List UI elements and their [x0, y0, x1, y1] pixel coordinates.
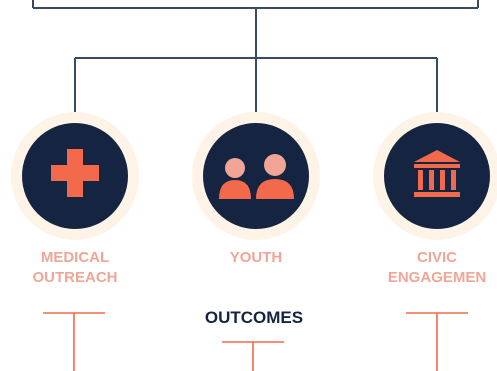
- node-youth: [192, 112, 320, 240]
- medical-cross-icon: [51, 149, 99, 197]
- node-disc: [22, 123, 128, 229]
- label-civic-line2: ENGAGEMEN: [387, 269, 487, 286]
- node-disc: [203, 123, 309, 229]
- node-disc: [384, 123, 490, 229]
- outcomes-heading: OUTCOMES: [204, 308, 304, 327]
- label-civic-line1: CIVIC: [416, 249, 457, 266]
- node-medical-outreach: [11, 112, 139, 240]
- label-medical-line2: OUTREACH: [32, 269, 118, 286]
- youth-people-icon: [219, 154, 294, 199]
- civic-building-icon: [414, 150, 460, 197]
- node-civic-engagement: [373, 112, 497, 240]
- label-medical-line1: MEDICAL: [40, 249, 110, 266]
- label-youth: YOUTH: [229, 249, 283, 266]
